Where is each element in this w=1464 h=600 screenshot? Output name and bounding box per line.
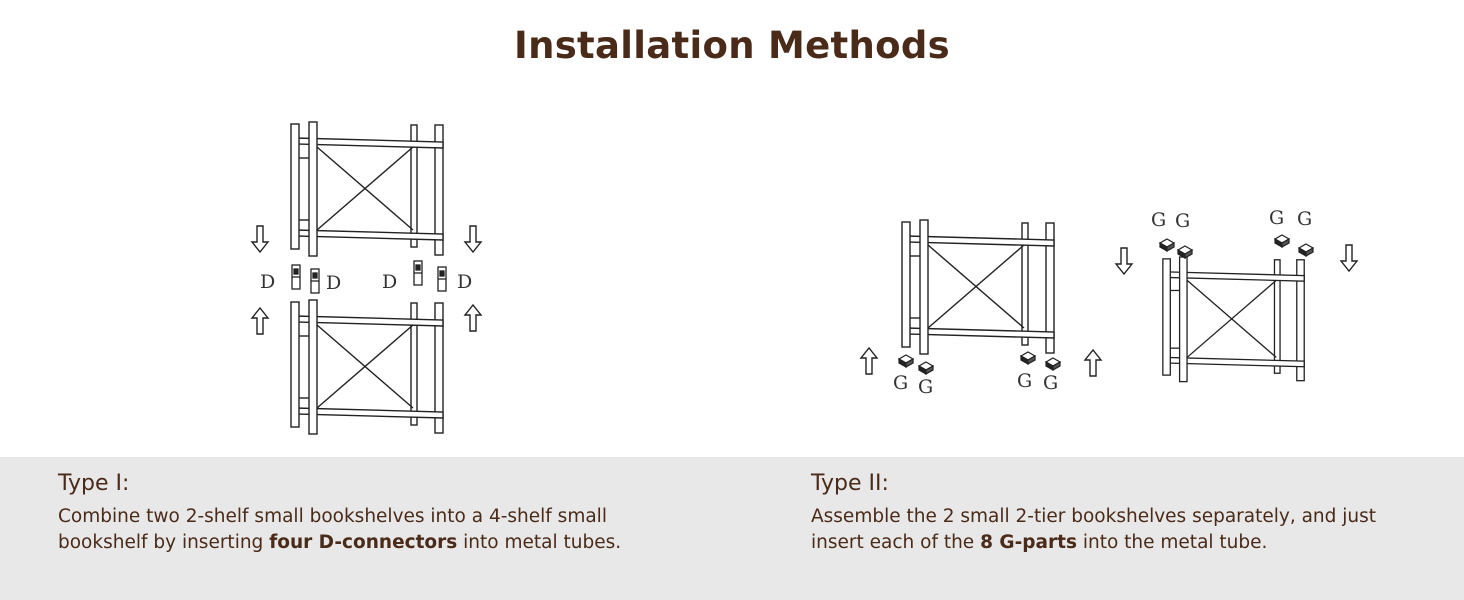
d-connector	[437, 266, 447, 292]
page-title: Installation Methods	[514, 24, 950, 67]
g-part	[1159, 238, 1175, 252]
type1-heading: Type I:	[58, 471, 130, 496]
d-connector	[310, 268, 320, 294]
description-panel: Type I: Combine two 2-shelf small booksh…	[0, 457, 1464, 600]
label-g: G	[1175, 210, 1190, 232]
arrow-up-icon	[251, 307, 269, 335]
type1-text-end: into metal tubes.	[457, 532, 622, 553]
right-bookshelf	[1162, 256, 1305, 383]
type2-section: Type II: Assemble the 2 small 2-tier boo…	[811, 471, 1431, 556]
label-d: D	[457, 271, 472, 293]
type1-bold-text: four D-connectors	[269, 532, 458, 553]
g-part	[1045, 357, 1061, 371]
label-g: G	[1297, 208, 1312, 230]
g-part	[898, 354, 914, 368]
upper-bookshelf	[290, 121, 444, 257]
label-g: G	[918, 376, 933, 398]
label-d: D	[382, 271, 397, 293]
label-d: D	[326, 272, 341, 294]
g-part	[1177, 245, 1193, 259]
installation-diagram: D D D D G G G G G G G G	[251, 121, 1358, 435]
type1-section: Type I: Combine two 2-shelf small booksh…	[58, 471, 698, 556]
lower-bookshelf	[290, 299, 444, 435]
label-g: G	[893, 372, 908, 394]
label-d: D	[260, 271, 275, 293]
arrow-down-icon	[464, 225, 482, 253]
type2-heading: Type II:	[811, 471, 889, 496]
type2-text: Assemble the 2 small 2-tier bookshelves …	[811, 506, 1377, 553]
left-bookshelf	[901, 219, 1055, 355]
d-connector	[413, 260, 423, 286]
arrow-up-icon	[1084, 349, 1102, 377]
arrow-up-icon	[464, 304, 482, 332]
arrow-up-icon	[860, 347, 878, 375]
label-g: G	[1269, 207, 1284, 229]
label-g: G	[1043, 372, 1058, 394]
type2-description: Assemble the 2 small 2-tier bookshelves …	[811, 504, 1431, 556]
g-part	[1020, 351, 1036, 365]
g-part	[1298, 243, 1314, 257]
g-part	[918, 361, 934, 375]
arrow-down-icon	[1340, 244, 1358, 272]
d-connector	[291, 264, 301, 290]
label-g: G	[1151, 209, 1166, 231]
type2-bold-text: 8 G-parts	[980, 532, 1077, 553]
arrow-down-icon	[1115, 247, 1133, 275]
type1-description: Combine two 2-shelf small bookshelves in…	[58, 504, 698, 556]
label-g: G	[1017, 370, 1032, 392]
g-part	[1274, 234, 1290, 248]
type2-text-end: into the metal tube.	[1076, 532, 1268, 553]
type1-text: Combine two 2-shelf small bookshelves in…	[58, 506, 607, 553]
arrow-down-icon	[251, 225, 269, 253]
